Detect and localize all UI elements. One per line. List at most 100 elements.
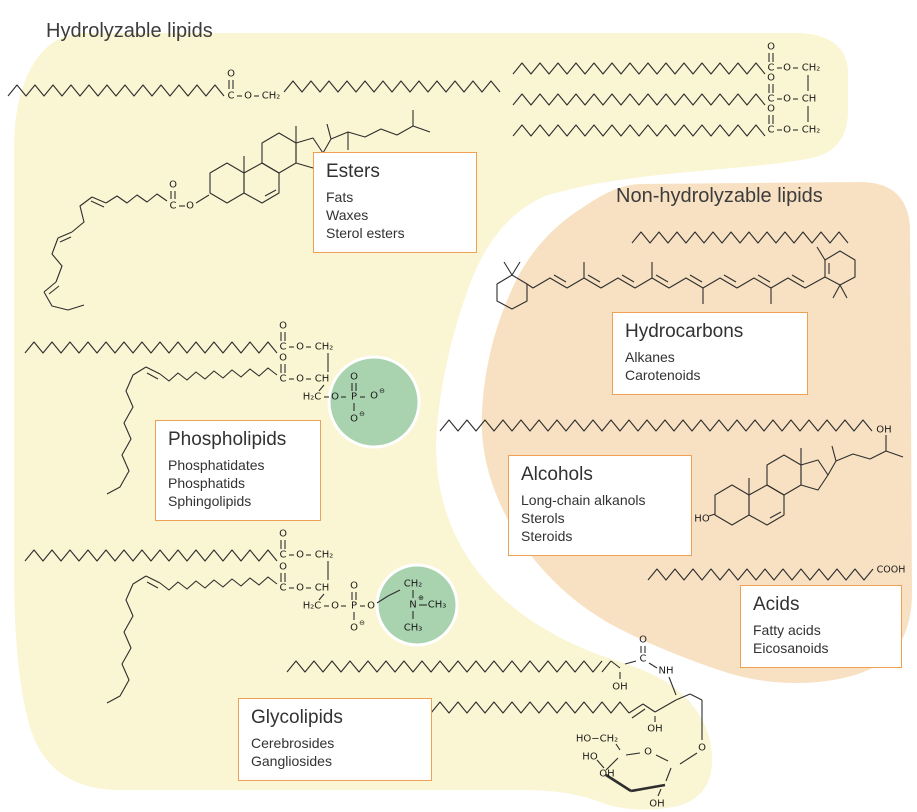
bond-line	[264, 189, 277, 197]
box-title-alcohols: Alcohols	[521, 464, 593, 485]
atom-label: O	[169, 180, 177, 191]
bond-line	[839, 284, 848, 299]
bond-line	[723, 274, 737, 283]
molecule-alkane	[631, 231, 849, 244]
bond-line	[605, 773, 632, 793]
atom-label: O	[350, 414, 358, 425]
section-title-non-hydrolyzable: Non-hydrolyzable lipids	[616, 185, 823, 207]
atom-label: O	[296, 374, 304, 385]
bond-line	[503, 261, 513, 276]
atom-label: OH	[647, 724, 662, 735]
atom-label: C	[280, 342, 287, 353]
bond-path	[827, 450, 904, 476]
bond-line	[146, 372, 159, 380]
chain-zigzag	[439, 419, 873, 432]
bond-line	[605, 757, 619, 771]
atom-label: N	[409, 600, 416, 611]
atom-label: CH₂	[802, 125, 821, 136]
box-item: Phosphatids	[168, 475, 246, 491]
bond-line	[59, 236, 72, 243]
atom-label: OH	[649, 799, 664, 810]
atom-label: C	[170, 201, 177, 212]
atom-label: COOH	[877, 565, 906, 576]
bond-path	[51, 237, 63, 283]
atom-label: HO	[694, 514, 710, 525]
atom-label: O	[331, 392, 339, 403]
chain-zigzag	[647, 568, 874, 581]
atom-label: O	[639, 635, 647, 646]
atom-label: O	[767, 42, 775, 53]
bond-line	[376, 595, 389, 604]
bond-line	[91, 196, 107, 204]
box-item: Gangliosides	[251, 753, 332, 769]
box-item: Sterols	[521, 510, 565, 526]
bond-line	[689, 274, 703, 283]
atom-label: O	[279, 353, 287, 364]
bond-line	[387, 589, 401, 597]
atom-label: O	[350, 581, 358, 592]
box-item: Waxes	[326, 207, 369, 223]
bond-line	[326, 123, 332, 140]
chain-zigzag	[24, 549, 278, 562]
atom-label: P	[351, 601, 357, 612]
non-hydrolyzable-region-blob	[481, 182, 912, 684]
label-box-glycolipids: Glycolipids Cerebrosides Gangliosides	[238, 698, 432, 781]
bond-line	[655, 754, 669, 762]
atom-label: CH₃	[404, 623, 423, 634]
atom-label: O	[296, 550, 304, 561]
atom-label: O	[767, 104, 775, 115]
atom-label: O	[279, 529, 287, 540]
bond-line	[654, 699, 677, 713]
bond-line	[791, 274, 805, 283]
chain-zigzag	[631, 231, 849, 244]
box-item: Steroids	[521, 528, 573, 544]
bond-line	[318, 593, 325, 601]
atom-label: OH	[599, 769, 614, 780]
section-title-hydrolyzable: Hydrolyzable lipids	[46, 20, 213, 42]
atom-label: ⊖	[379, 387, 385, 395]
box-item: Alkanes	[625, 349, 675, 365]
atom-label: H₂C	[303, 601, 322, 612]
atom-label: C	[768, 125, 775, 136]
chain-zigzag	[7, 84, 225, 97]
hydrolyzable-region-blob	[14, 33, 848, 810]
bond-line	[769, 511, 782, 519]
atom-label: O	[331, 601, 339, 612]
box-item: Fatty acids	[753, 622, 821, 638]
bond-line	[675, 693, 691, 701]
atom-label: ⊕	[418, 594, 424, 602]
chain-zigzag	[286, 660, 603, 673]
box-title-phospholipids: Phospholipids	[168, 429, 287, 450]
bond-line	[601, 660, 612, 673]
atom-label: C	[228, 91, 235, 102]
atom-label: OH	[876, 425, 891, 436]
label-box-phospholipids: Phospholipids Phosphatidates Phosphatids…	[155, 420, 321, 521]
atom-label: O	[244, 91, 252, 102]
box-title-hydrocarbons: Hydrocarbons	[625, 321, 744, 342]
box-title-esters: Esters	[326, 161, 380, 182]
bond-line	[642, 703, 656, 713]
bond-line	[625, 752, 641, 756]
atom-label: CH	[802, 94, 817, 105]
chain-zigzag	[394, 701, 630, 714]
bond-line	[631, 708, 646, 719]
bond-line	[553, 274, 567, 283]
bond-path	[159, 367, 278, 382]
atom-label: CH₂	[262, 91, 281, 102]
bond-line	[90, 200, 105, 208]
bond-line	[621, 274, 635, 283]
atom-label: CH₃	[428, 600, 447, 611]
box-item: Cerebrosides	[251, 735, 335, 751]
atom-label: CH₂	[802, 63, 821, 74]
atom-label: OH	[612, 682, 627, 693]
box-item: Sphingolipids	[168, 493, 252, 509]
bond-line	[668, 676, 677, 696]
bond-line	[145, 366, 161, 375]
atom-label: ⊖	[359, 410, 365, 418]
atom-label: O	[644, 747, 652, 758]
